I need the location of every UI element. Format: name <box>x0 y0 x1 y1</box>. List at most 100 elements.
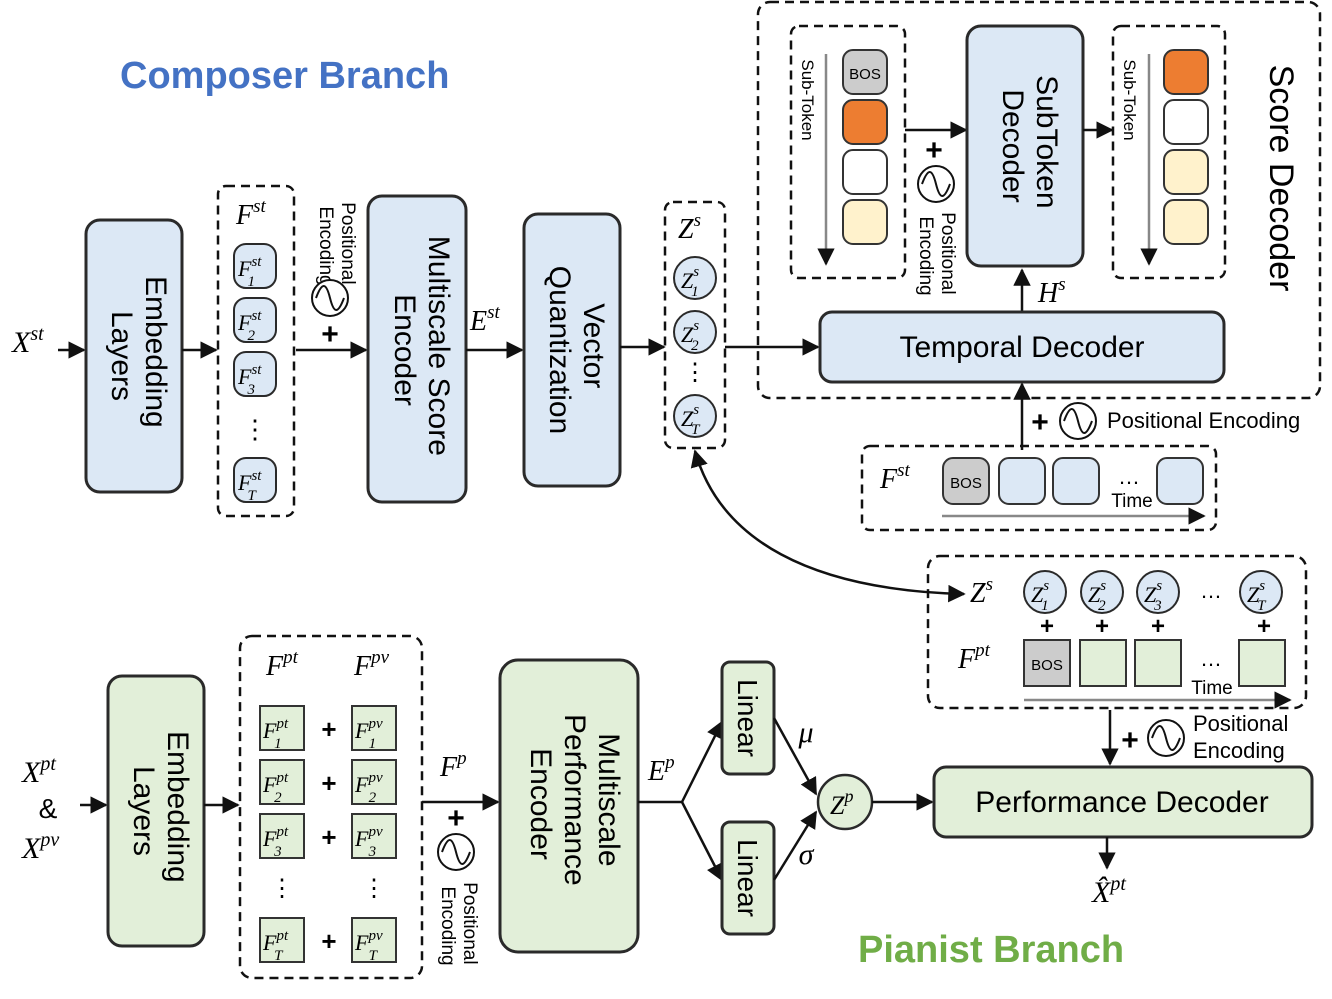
svg-text:Sub-Token: Sub-Token <box>798 59 817 140</box>
svg-text:Fst: Fst <box>879 460 911 495</box>
svg-text:Positional Encoding: Positional Encoding <box>915 212 958 300</box>
svg-text:Positional Encoding: Positional Encoding <box>315 202 358 290</box>
svg-text:⋮: ⋮ <box>683 359 707 386</box>
composer-positional-encoding: Positional Encoding + <box>311 202 358 351</box>
svg-text:Fpt: Fpt <box>265 647 299 682</box>
svg-text:Positional Encoding: Positional Encoding <box>437 882 480 970</box>
svg-text:+: + <box>321 822 336 852</box>
input-x-pt-pv: Xpt & Xpv <box>21 753 59 865</box>
mu-label: μ <box>797 716 813 749</box>
f-st-time-sequence: Fst BOS … Time <box>860 444 1218 532</box>
svg-text:Multiscale Performance: Multiscale Performance Encoder <box>524 714 625 894</box>
svg-text:BOS: BOS <box>950 475 982 492</box>
e-p-label: Ep <box>647 752 675 787</box>
svg-text:Linear: Linear <box>732 679 763 757</box>
svg-text:⋮: ⋮ <box>362 875 386 902</box>
svg-text:+: + <box>1040 613 1054 640</box>
svg-text:Xst: Xst <box>11 323 44 359</box>
svg-text:Xpt: Xpt <box>21 753 56 789</box>
svg-text:Zs1: Zs1 <box>681 264 699 300</box>
svg-text:+: + <box>1031 406 1049 439</box>
svg-text:+: + <box>1095 613 1109 640</box>
svg-text:Fst: Fst <box>235 196 267 231</box>
input-x-st: Xst <box>11 323 44 359</box>
vector-quantization: Vector Quantization <box>522 212 622 488</box>
svg-text:+: + <box>447 802 465 835</box>
svg-text:…: … <box>1200 578 1222 603</box>
svg-text:BOS: BOS <box>1031 657 1063 674</box>
pianist-branch-title: Pianist Branch <box>858 929 1124 971</box>
f-p-label: Fp <box>439 748 467 783</box>
svg-text:…: … <box>1200 646 1222 671</box>
svg-text:+: + <box>1121 724 1139 757</box>
subtoken-input-group: Sub-Token BOS <box>789 24 907 280</box>
shared-latent-link <box>690 449 966 603</box>
e-st-label: Est <box>469 302 501 337</box>
svg-text:+: + <box>321 926 336 956</box>
svg-text:Temporal Decoder: Temporal Decoder <box>899 331 1144 364</box>
svg-text:Zs: Zs <box>970 574 993 609</box>
x-hat-pt-output: X̂pt <box>1091 873 1126 909</box>
svg-text:Fpt: Fpt <box>957 640 991 675</box>
svg-text:+: + <box>1257 613 1271 640</box>
svg-text:Vector Quantization: Vector Quantization <box>543 266 610 434</box>
svg-text:Positional Encoding: Positional Encoding <box>1107 408 1300 433</box>
score-decoder-region <box>756 0 1322 400</box>
svg-text:Performance Decoder: Performance Decoder <box>975 786 1268 819</box>
subtoken-decoder: SubToken Decoder <box>965 24 1085 268</box>
multiscale-score-encoder: Multiscale Score Encoder <box>366 194 468 504</box>
svg-text:Embedding Layers: Embedding Layers <box>105 276 172 436</box>
multiscale-performance-encoder: Multiscale Performance Encoder <box>498 658 640 954</box>
svg-text:…: … <box>1118 464 1140 489</box>
svg-text:+: + <box>321 714 336 744</box>
svg-text:Positional: Positional <box>1193 711 1288 736</box>
subtoken-output-group: Sub-Token <box>1111 24 1227 280</box>
performance-positional-encoding: + Positional Encoding <box>1121 711 1288 763</box>
svg-text:Encoding: Encoding <box>1193 738 1285 763</box>
h-s-label: Hs <box>1037 274 1066 309</box>
svg-text:Zs2: Zs2 <box>681 318 699 354</box>
pianist-positional-encoding: + Positional Encoding <box>437 802 480 970</box>
svg-text:BOS: BOS <box>849 66 881 83</box>
svg-text:ZsT: ZsT <box>1247 578 1267 614</box>
z-p-latent: Zp <box>816 773 874 831</box>
svg-text:Zs: Zs <box>678 210 701 245</box>
performance-decoder: Performance Decoder <box>932 765 1314 839</box>
svg-text:Linear: Linear <box>732 839 763 917</box>
svg-text:+: + <box>925 134 943 167</box>
svg-text:Multiscale Score Encoder: Multiscale Score Encoder <box>388 236 455 464</box>
svg-text:SubToken Decoder: SubToken Decoder <box>996 75 1063 217</box>
composer-branch-title: Composer Branch <box>120 55 449 97</box>
svg-text:Time: Time <box>1111 491 1153 512</box>
svg-text:⋮: ⋮ <box>242 414 268 444</box>
svg-text:+: + <box>321 768 336 798</box>
svg-text:Zp: Zp <box>830 786 853 820</box>
composer-embedding-layers: Embedding Layers <box>84 218 184 494</box>
svg-text:Zs2: Zs2 <box>1088 578 1106 614</box>
svg-text:Sub-Token: Sub-Token <box>1120 59 1139 140</box>
svg-text:Zs3: Zs3 <box>1144 578 1162 614</box>
svg-text:Time: Time <box>1191 678 1233 699</box>
svg-text:+: + <box>321 318 339 351</box>
svg-text:Embedding Layers: Embedding Layers <box>127 731 194 891</box>
score-decoder-title: Score Decoder <box>1262 65 1300 292</box>
pianist-embedding-layers: Embedding Layers <box>106 674 206 948</box>
svg-text:⋮: ⋮ <box>270 875 294 902</box>
